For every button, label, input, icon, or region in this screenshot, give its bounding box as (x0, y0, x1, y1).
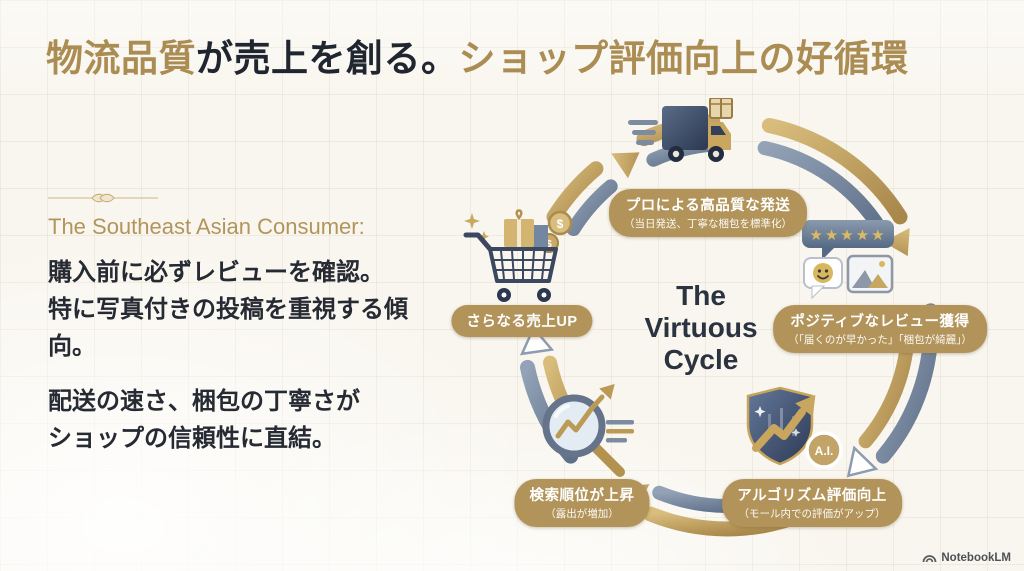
ai-shield-icon: A.I. (746, 386, 843, 469)
page-title: 物流品質が売上を創る。ショップ評価向上の好循環 (46, 28, 909, 82)
cycle-label-subtext: （露出が増加） (545, 508, 619, 520)
sales-cart-icon: $ $ (463, 209, 573, 302)
cycle-center-line: Virtuous (644, 312, 758, 343)
brand-footer: NotebookLM (922, 551, 1011, 564)
cycle-label-text: プロによる高品質な発送 (625, 198, 791, 214)
title-highlight-1: 物流品質 (46, 38, 196, 79)
cycle-label-text: ポジティブなレビュー獲得 (790, 314, 970, 330)
title-highlight-2: ショップ評価向上の好循環 (458, 38, 909, 79)
cycle-label-subtext: （「届くのが早かった」「梱包が綺麗」） (788, 334, 972, 346)
divider-ornament (48, 193, 158, 203)
cycle-label-text: アルゴリズム評価向上 (737, 488, 887, 504)
ai-badge: A.I. (815, 444, 834, 458)
delivery-truck-icon (628, 98, 733, 162)
cycle-label-search: 検索順位が上昇 （露出が増加） (514, 479, 650, 527)
cycle-center-line: The (676, 280, 726, 311)
body-text-line: ショップの信頼性に直結。 (48, 425, 336, 452)
left-panel-paragraph-1: 購入前に必ずレビューを確認。 特に写真付きの投稿を重視する傾向。 (48, 254, 448, 365)
star-rating: ★★★★★ (809, 226, 886, 244)
left-panel-paragraph-2: 配送の速さ、梱包の丁寧さが ショップの信頼性に直結。 (48, 383, 448, 457)
brand-name: NotebookLM (941, 551, 1011, 564)
body-text-line: 配送の速さ、梱包の丁寧さが (48, 388, 360, 415)
coin-dollar: $ (557, 217, 564, 231)
cycle-label-text: 検索順位が上昇 (529, 488, 635, 504)
cycle-label-sales: さらなる売上UP (451, 305, 593, 337)
five-star-review-icon: ★★★★★ (802, 220, 894, 300)
cycle-center-line: Cycle (663, 344, 739, 375)
left-panel: The Southeast Asian Consumer: 購入前に必ずレビュー… (48, 192, 448, 475)
left-panel-heading: The Southeast Asian Consumer: (48, 214, 365, 239)
coin-dollar-2: $ (546, 239, 552, 250)
search-ranking-icon (542, 384, 634, 477)
notebooklm-logo-icon (922, 555, 937, 563)
cycle-label-shipping: プロによる高品質な発送 （当日発送、丁寧な梱包を標準化） (609, 189, 807, 237)
cycle-center-title: The Virtuous Cycle (644, 280, 757, 376)
body-text-line: 特に写真付きの投稿を重視する傾向。 (48, 296, 408, 360)
cycle-label-algorithm: アルゴリズム評価向上 （モール内での評価がアップ） (722, 479, 902, 527)
cycle-label-review: ポジティブなレビュー獲得 （「届くのが早かった」「梱包が綺麗」） (773, 305, 987, 353)
cycle-label-subtext: （当日発送、丁寧な梱包を標準化） (624, 218, 792, 230)
cycle-label-subtext: （モール内での評価がアップ） (738, 508, 886, 520)
title-navy-part: が売上を創る。 (196, 38, 459, 79)
body-text-line: 購入前に必ずレビューを確認。 (48, 259, 384, 286)
cycle-label-text: さらなる売上UP (466, 314, 578, 330)
